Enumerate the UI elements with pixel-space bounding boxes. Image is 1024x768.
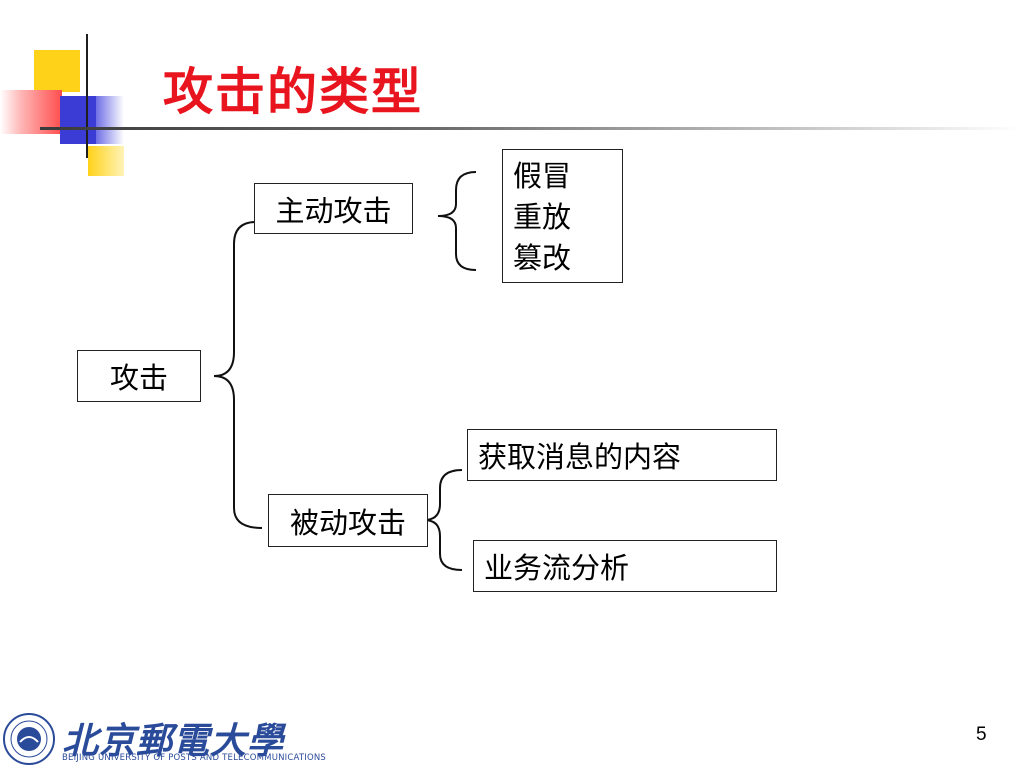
decor-vertical-line xyxy=(86,34,88,158)
passive-attack-node: 被动攻击 xyxy=(268,494,428,547)
active-item: 篡改 xyxy=(513,241,572,275)
active-item: 假冒 xyxy=(513,159,572,193)
decor-red-gradient-bar xyxy=(0,90,62,134)
passive-item-content: 获取消息的内容 xyxy=(467,429,777,481)
active-attack-items: 假冒 重放 篡改 xyxy=(502,149,623,283)
university-name-cn: 北京郵電大學 xyxy=(62,720,285,762)
decor-blue-fade xyxy=(96,96,124,144)
active-item: 重放 xyxy=(513,200,572,234)
root-node: 攻击 xyxy=(77,350,201,402)
passive-brace xyxy=(423,469,463,571)
active-attack-node: 主动攻击 xyxy=(254,183,413,234)
title-underline xyxy=(40,127,1020,130)
active-brace xyxy=(437,171,477,271)
decor-blue-square xyxy=(60,96,96,144)
page-number: 5 xyxy=(976,724,987,745)
root-brace xyxy=(213,221,263,529)
decor-yellow-square xyxy=(34,50,80,92)
university-seal-icon xyxy=(3,713,55,765)
decor-yellow-square-small xyxy=(88,146,124,176)
passive-item-traffic: 业务流分析 xyxy=(473,540,777,592)
university-name-en: BEIJING UNIVERSITY OF POSTS AND TELECOMM… xyxy=(62,753,327,763)
slide-title: 攻击的类型 xyxy=(163,63,423,121)
